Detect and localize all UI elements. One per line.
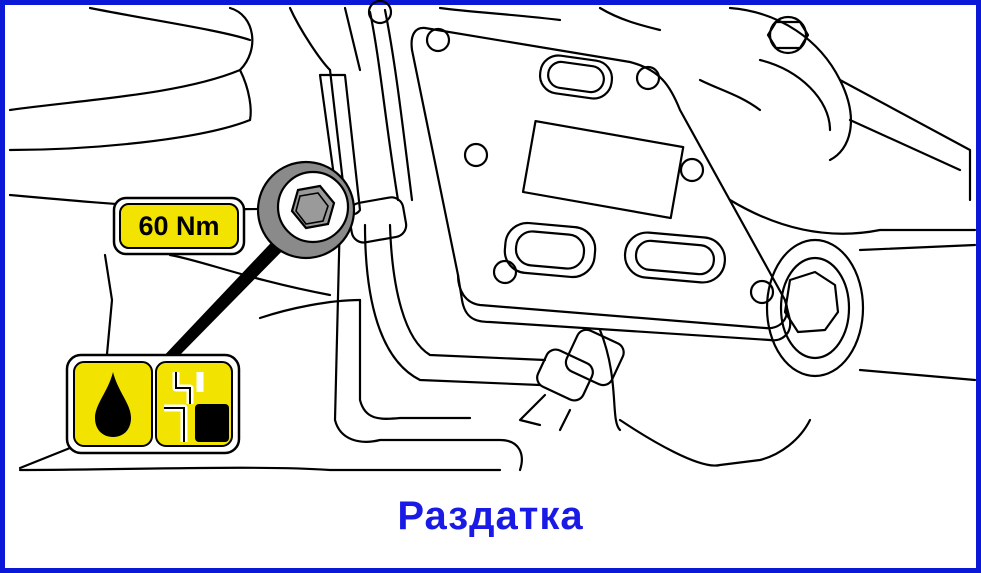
torque-label: 60 Nm — [112, 196, 246, 256]
oil-fill-level-icon — [164, 372, 229, 442]
drain-bolt — [256, 160, 356, 260]
leader-line — [160, 228, 295, 360]
oil-icon-panel — [65, 353, 241, 455]
casing-body — [288, 6, 662, 472]
right-housing — [598, 6, 977, 467]
oil-drop-icon — [95, 372, 131, 437]
caption-title: Раздатка — [397, 494, 584, 538]
lower-fittings — [518, 328, 625, 432]
torque-value: 60 Nm — [138, 211, 219, 241]
cover-plate — [410, 26, 792, 342]
plate-bolts — [367, 0, 810, 305]
